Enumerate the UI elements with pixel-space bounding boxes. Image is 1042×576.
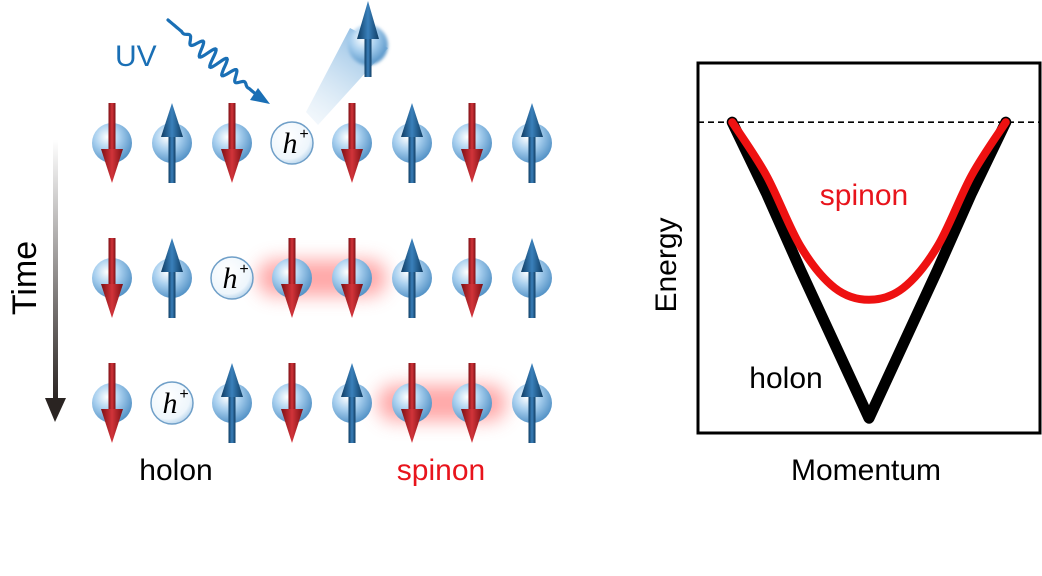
spin-down-site (452, 103, 492, 183)
x-axis-label: Momentum (791, 454, 941, 487)
spin-down-site (212, 103, 252, 183)
ejected-arrowhead (357, 1, 379, 39)
hole-symbol: h (163, 387, 178, 420)
plot-frame (696, 61, 1042, 435)
spin-down-arrowhead (101, 409, 123, 443)
hole-ball (210, 256, 254, 300)
spin-down-arrowhead (341, 284, 363, 318)
time-label: Time (6, 241, 44, 315)
spin-down-site (92, 238, 132, 318)
spin-down-arrowhead (281, 409, 303, 443)
spin-down-site (92, 103, 132, 183)
spin-arrow-shaft (228, 103, 236, 151)
spin-up-site (512, 238, 552, 318)
spin-up-site (332, 363, 372, 443)
spin-up-site (152, 238, 192, 318)
holon-curve (726, 116, 1012, 424)
spin-arrow-shaft (348, 238, 356, 286)
spin-arrow-shaft (288, 238, 296, 286)
spinon-curve (728, 118, 1010, 304)
spin-up-arrowhead (521, 238, 543, 272)
ejected-spin (348, 1, 388, 77)
spin-up-arrowhead (521, 103, 543, 137)
uv-label: UV (115, 40, 157, 73)
spin-arrow-shaft (408, 270, 416, 318)
spin-down-arrowhead (221, 149, 243, 183)
spin-arrow-shaft (168, 270, 176, 318)
spin-arrow-shaft (108, 103, 116, 151)
spin-down-arrowhead (281, 284, 303, 318)
y-axis-label: Energy (650, 217, 683, 312)
spinon-caption: spinon (397, 454, 485, 487)
spin-down-site (332, 103, 372, 183)
spin-up-site (512, 363, 552, 443)
dispersion-plot: spinon holon Energy Momentum (650, 61, 1042, 487)
spin-down-site (332, 238, 372, 318)
spin-arrow-shaft (168, 135, 176, 183)
spin-arrow-shaft (228, 395, 236, 443)
spinon-curve-label: spinon (820, 179, 908, 212)
spin-up-arrowhead (401, 238, 423, 272)
spin-arrow-shaft (528, 270, 536, 318)
hole-charge: + (239, 261, 248, 278)
spin-down-site (392, 363, 432, 443)
holon-curve-label: holon (749, 362, 822, 395)
spin-up-site (212, 363, 252, 443)
hole-charge: + (179, 386, 188, 403)
spin-arrow-shaft (468, 103, 476, 151)
spin-arrow-shaft (528, 395, 536, 443)
spin-arrow-shaft (348, 103, 356, 151)
spin-up-site (152, 103, 192, 183)
spin-arrow-shaft (288, 363, 296, 411)
spin-down-arrowhead (461, 284, 483, 318)
hole-charge: + (299, 126, 308, 143)
hole-ball (270, 121, 314, 165)
spin-down-site (272, 363, 312, 443)
spin-up-arrowhead (341, 363, 363, 397)
spin-down-arrowhead (461, 149, 483, 183)
spin-down-arrowhead (101, 149, 123, 183)
spin-up-arrowhead (221, 363, 243, 397)
spin-arrow-shaft (468, 363, 476, 411)
spin-up-arrowhead (521, 363, 543, 397)
uv-photon-wave (166, 18, 260, 98)
spin-up-site (512, 103, 552, 183)
hole-symbol: h (283, 127, 298, 160)
spin-arrow-shaft (348, 395, 356, 443)
spin-up-arrowhead (401, 103, 423, 137)
hole-symbol: h (223, 262, 238, 295)
spin-arrow-shaft (108, 238, 116, 286)
holon-caption: holon (139, 454, 212, 487)
uv-arrowhead (250, 88, 270, 104)
spin-down-arrowhead (101, 284, 123, 318)
spin-down-site (452, 238, 492, 318)
spin-up-arrowhead (161, 238, 183, 272)
spin-up-arrowhead (161, 103, 183, 137)
spin-down-arrowhead (401, 409, 423, 443)
holon-site: h+ (210, 256, 254, 300)
spin-up-site (392, 103, 432, 183)
spin-down-site (452, 363, 492, 443)
time-arrow (45, 140, 66, 422)
spin-down-site (92, 363, 132, 443)
spin-arrow-shaft (468, 238, 476, 286)
spin-arrow-shaft (108, 363, 116, 411)
holon-site: h+ (150, 381, 194, 425)
spin-down-arrowhead (341, 149, 363, 183)
spin-arrow-shaft (408, 135, 416, 183)
ejected-arrow-shaft (364, 37, 372, 77)
spin-arrow-shaft (528, 135, 536, 183)
spin-arrow-shaft (408, 363, 416, 411)
holon-site: h+ (270, 121, 314, 165)
hole-ball (150, 381, 194, 425)
spin-up-site (392, 238, 432, 318)
spin-lattice: h+h+h+ (92, 103, 552, 443)
spin-down-arrowhead (461, 409, 483, 443)
spin-down-site (272, 238, 312, 318)
